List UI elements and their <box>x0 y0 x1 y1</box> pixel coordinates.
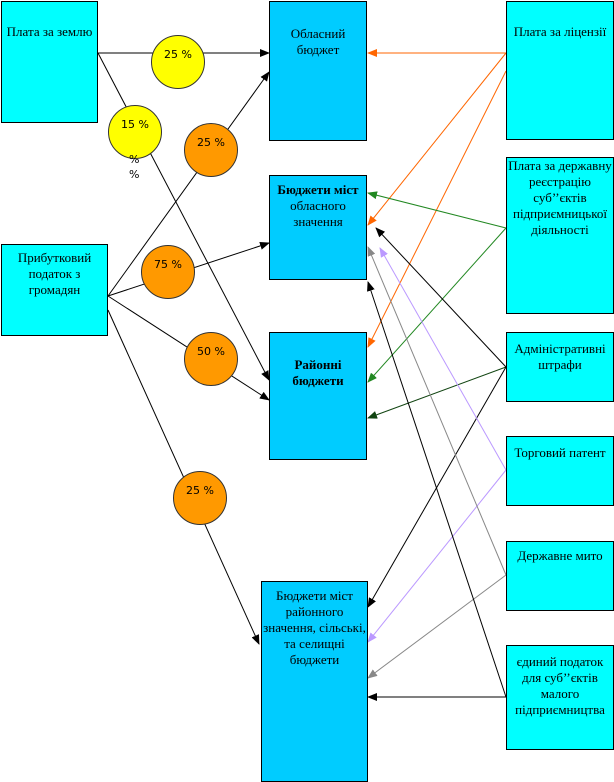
arrow-duty-to-local <box>367 574 507 679</box>
share-extra-1: % <box>129 153 140 166</box>
share-income-to-district: 50 % <box>184 332 238 386</box>
source-land-fee-label: Плата за землю <box>6 24 93 39</box>
budget-district-label: Районні бюджети <box>292 357 344 388</box>
source-registration-fee: Плата за державну реєстрацію суб’’єктів … <box>506 157 614 314</box>
source-state-duty-label: Державне мито <box>517 548 603 563</box>
share-land-to-district: 15 % <box>108 105 162 159</box>
share-land-to-district-extra: % % <box>129 152 139 182</box>
arrow-registration-to-district <box>367 227 507 383</box>
budget-district: Районні бюджети <box>269 332 367 460</box>
arrow-land-to-district <box>97 52 270 381</box>
arrow-fines-to-local <box>367 366 507 608</box>
share-income-to-oblast: 25 % <box>184 123 238 177</box>
arrow-single-to-city <box>367 281 507 698</box>
source-trade-patent-label: Торговий патент <box>514 445 606 460</box>
arrow-income-to-oblast <box>107 71 270 297</box>
arrow-patent-to-city <box>379 247 507 471</box>
budget-city-oblast-title: Бюджети міст <box>277 182 359 197</box>
source-license-fee: Плата за ліцензії <box>506 1 614 140</box>
share-land-to-oblast: 25 % <box>151 35 205 89</box>
source-income-tax-label: Прибутковий податок з громадян <box>17 250 92 297</box>
share-land-to-oblast-value: 25 % <box>164 48 192 61</box>
source-land-fee: Плата за землю <box>1 1 98 123</box>
arrow-fines-to-district <box>367 366 507 419</box>
source-admin-fines: Адміністративні штрафи <box>506 332 614 402</box>
budget-city-oblast-subtitle: обласного значення <box>290 198 346 229</box>
source-income-tax: Прибутковий податок з громадян <box>1 244 108 336</box>
share-income-to-city: 75 % <box>141 245 195 299</box>
share-land-to-district-value: 15 % <box>121 118 149 131</box>
source-license-fee-label: Плата за ліцензії <box>513 24 607 39</box>
arrow-fines-to-city <box>375 227 507 368</box>
arrow-registration-to-city <box>367 191 507 229</box>
source-single-tax-label: єдиний податок для суб’’єктів малого під… <box>515 654 605 717</box>
share-income-to-city-value: 75 % <box>154 258 182 271</box>
budget-local: Бюджети міст районного значення, сільськ… <box>261 581 368 782</box>
source-state-duty: Державне мито <box>506 541 614 611</box>
budget-local-label: Бюджети міст районного значення, сільськ… <box>263 588 366 667</box>
share-extra-2: % <box>129 168 140 181</box>
share-income-to-local-value: 25 % <box>186 484 214 497</box>
arrow-patent-to-local <box>367 469 507 643</box>
source-registration-fee-label: Плата за державну реєстрацію суб’’єктів … <box>508 158 612 237</box>
source-single-tax: єдиний податок для суб’’єктів малого під… <box>506 645 614 750</box>
share-income-to-local: 25 % <box>173 471 227 525</box>
share-income-to-district-value: 50 % <box>197 345 225 358</box>
arrow-license-to-city <box>367 52 507 226</box>
share-income-to-oblast-value: 25 % <box>197 136 225 149</box>
source-trade-patent: Торговий патент <box>506 436 614 506</box>
source-admin-fines-label: Адміністративні штрафи <box>514 341 606 372</box>
arrow-duty-to-city <box>367 246 507 576</box>
budget-oblast-label: Обласний бюджет <box>290 26 346 57</box>
budget-oblast: Обласний бюджет <box>269 1 367 141</box>
budget-city-oblast: Бюджети міст обласного значення <box>269 175 367 280</box>
